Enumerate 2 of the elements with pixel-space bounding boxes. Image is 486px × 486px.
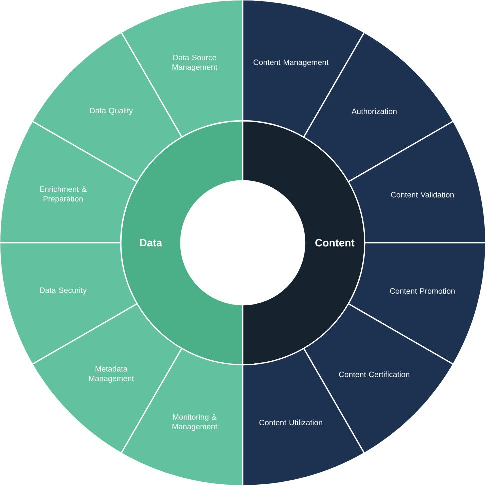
half-ring: Content <box>242 120 366 366</box>
half-ring: Data <box>120 120 244 366</box>
